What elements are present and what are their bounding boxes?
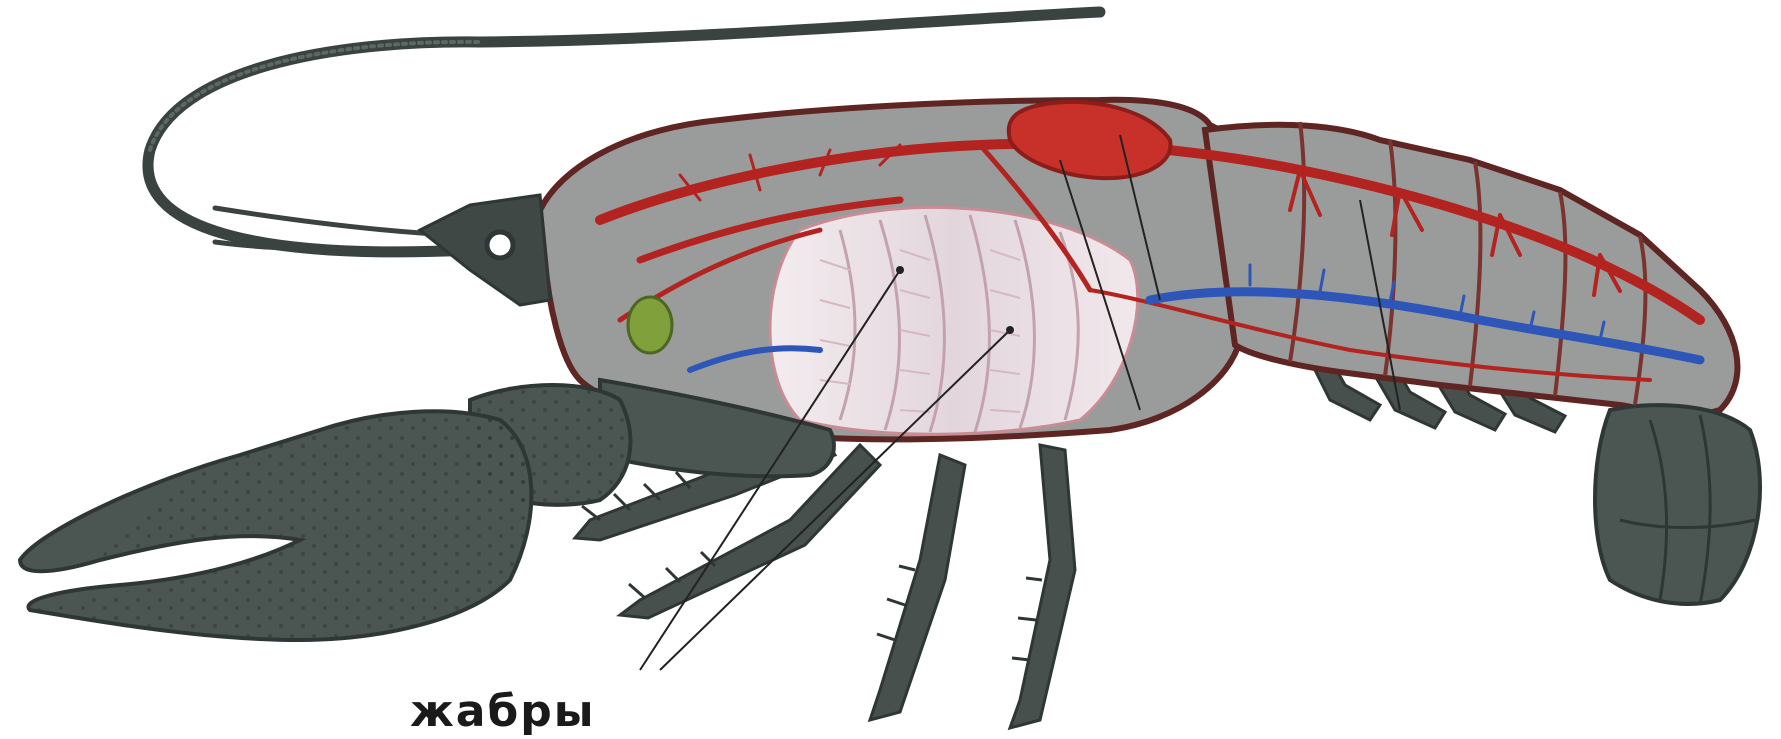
eye <box>487 232 513 258</box>
tail-fan <box>1595 405 1760 605</box>
gills <box>770 207 1138 434</box>
green-gland <box>628 297 672 353</box>
walking-legs <box>575 430 1075 728</box>
claw <box>20 380 834 640</box>
gills-label: жабры <box>410 690 595 734</box>
